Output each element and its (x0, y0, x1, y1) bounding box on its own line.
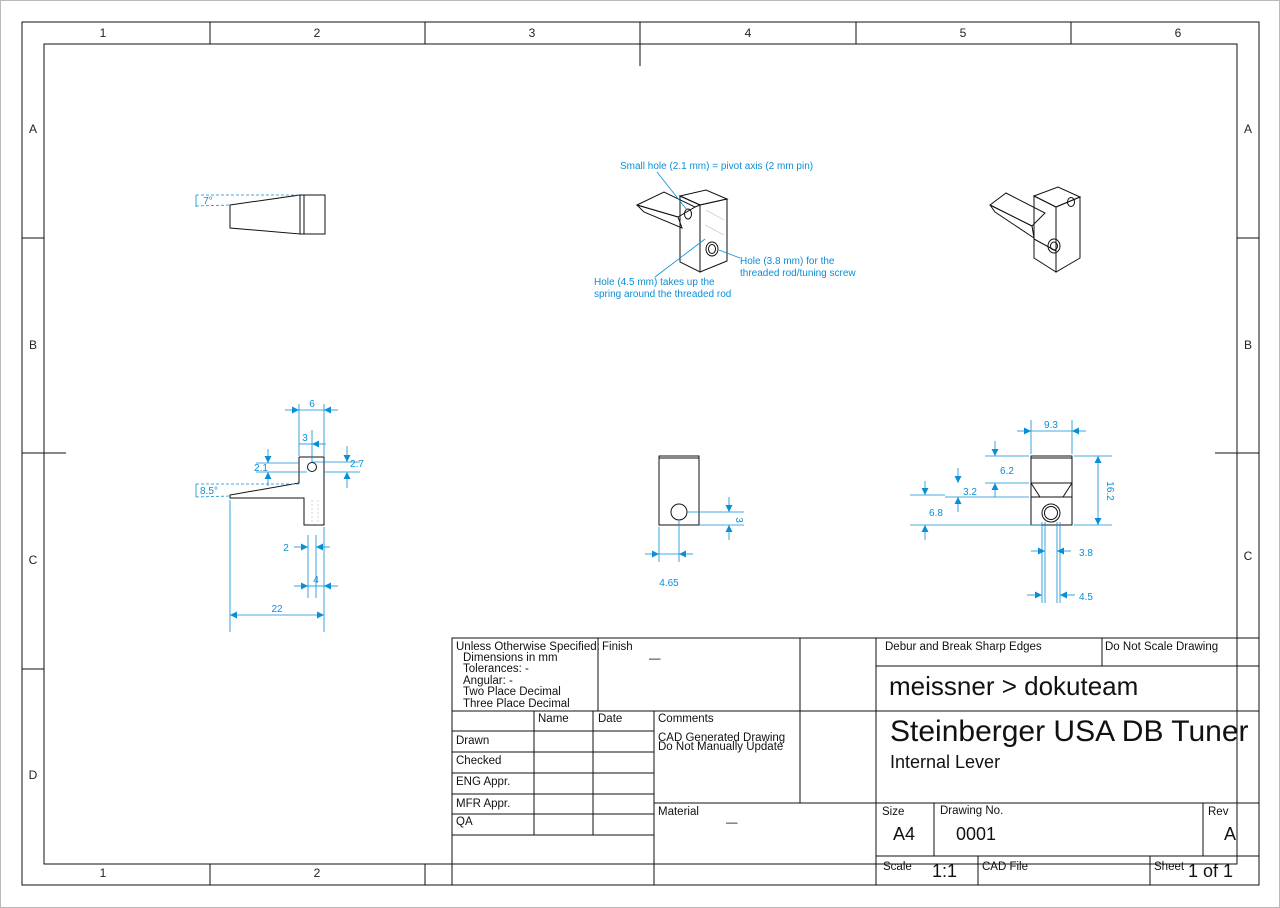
spec-line-1: Unless Otherwise Specified: (456, 641, 600, 653)
dim-2-7: 2.7 (350, 459, 364, 470)
callout-spring-hole-line2: spring around the threaded rod (594, 289, 731, 300)
debur-note: Debur and Break Sharp Edges (885, 641, 1042, 653)
spec-line-4: Angular: - (463, 675, 513, 687)
spec-line-2: Dimensions in mm (463, 652, 558, 664)
dim-8-5-deg: 8.5° (200, 486, 218, 497)
callout-spring-hole-line1: Hole (4.5 mm) takes up the (594, 277, 715, 288)
scale-value: 1:1 (932, 861, 957, 881)
callout-rod-hole-line2: threaded rod/tuning screw (740, 268, 856, 279)
spec-line-6: Three Place Decimal (463, 698, 570, 710)
view-isometric-front: Small hole (2.1 mm) = pivot axis (2 mm p… (594, 161, 856, 300)
row-mfr-appr: MFR Appr. (456, 798, 510, 810)
view-side-dimensioned: 6 3 2.7 2.1 8.5° 2 4 22 (195, 399, 364, 632)
row-eng-appr: ENG Appr. (456, 776, 510, 788)
zone-row-b-right: B (1244, 338, 1252, 352)
zone-row-c-right: C (1244, 549, 1253, 563)
zone-col-3: 3 (529, 26, 536, 40)
dim-3-front: 3 (733, 517, 744, 523)
view-isometric-rear (989, 186, 1082, 273)
dim-2-1: 2.1 (254, 463, 268, 474)
drawing-title: Steinberger USA DB Tuner (890, 715, 1249, 748)
zone-row-a-right: A (1244, 122, 1252, 136)
zone-col-4: 4 (745, 26, 752, 40)
comments-label: Comments (658, 713, 714, 725)
dim-3-8: 3.8 (1079, 548, 1093, 559)
zone-col-1-bottom: 1 (100, 866, 107, 880)
size-label: Size (882, 806, 904, 818)
drawing-subtitle: Internal Lever (890, 752, 1000, 772)
cad-file-label: CAD File (982, 861, 1028, 873)
dim-2: 2 (283, 543, 289, 554)
callout-rod-hole-line1: Hole (3.8 mm) for the (740, 256, 835, 267)
zone-row-b: B (29, 338, 37, 352)
material-label: Material (658, 806, 699, 818)
dim-4-65: 4.65 (659, 578, 679, 589)
zone-col-6: 6 (1175, 26, 1182, 40)
comments-line-2: Do Not Manually Update (658, 741, 783, 753)
col-date-header: Date (598, 713, 622, 725)
view-front: 3 4.65 (645, 455, 744, 589)
zone-row-d: D (29, 768, 38, 782)
dim-6: 6 (309, 399, 315, 410)
drawing-no-value: 0001 (956, 824, 996, 844)
size-value: A4 (893, 824, 915, 844)
dim-4-5: 4.5 (1079, 592, 1093, 603)
row-checked: Checked (456, 755, 501, 767)
dim-4: 4 (313, 575, 319, 586)
sheet-label: Sheet (1154, 861, 1185, 873)
do-not-scale-note: Do Not Scale Drawing (1105, 641, 1218, 653)
zone-col-1: 1 (100, 26, 107, 40)
scale-label: Scale (883, 861, 912, 873)
callout-pivot-hole: Small hole (2.1 mm) = pivot axis (2 mm p… (620, 161, 813, 172)
dim-9-3: 9.3 (1044, 420, 1058, 431)
material-value: — (726, 817, 738, 829)
sheet-value: 1 of 1 (1188, 861, 1233, 881)
col-name-header: Name (538, 713, 569, 725)
angle-7-label: 7° (203, 196, 213, 207)
zone-labels: 1 2 3 4 5 6 1 2 A B C D A B C (29, 26, 1253, 880)
zone-col-5: 5 (960, 26, 967, 40)
view-end: 9.3 6.2 3.2 6.8 16.2 3.8 4.5 (910, 420, 1115, 603)
finish-label: Finish (602, 641, 633, 653)
finish-value: — (649, 653, 661, 665)
zone-col-2-bottom: 2 (314, 866, 321, 880)
spec-line-3: Tolerances: - (463, 663, 529, 675)
rev-value: A (1224, 824, 1236, 844)
dim-6-8: 6.8 (929, 508, 943, 519)
drawing-frame (21, 21, 1260, 886)
company-name: meissner > dokuteam (889, 671, 1138, 701)
spec-line-5: Two Place Decimal (463, 686, 561, 698)
dim-22: 22 (271, 604, 283, 615)
dim-6-2: 6.2 (1000, 466, 1014, 477)
zone-row-a: A (29, 122, 37, 136)
view-side-top: 7° (195, 194, 326, 235)
drawing-no-label: Drawing No. (940, 805, 1003, 817)
comments-line-1: CAD Generated Drawing (658, 732, 785, 744)
zone-col-2: 2 (314, 26, 321, 40)
zone-row-c: C (29, 553, 38, 567)
rev-label: Rev (1208, 806, 1229, 818)
dim-3: 3 (302, 433, 308, 444)
dim-16-2: 16.2 (1104, 481, 1115, 501)
dim-3-2: 3.2 (963, 487, 977, 498)
row-drawn: Drawn (456, 735, 489, 747)
row-qa: QA (456, 816, 473, 828)
title-block: Unless Otherwise Specified: Dimensions i… (451, 637, 1260, 886)
